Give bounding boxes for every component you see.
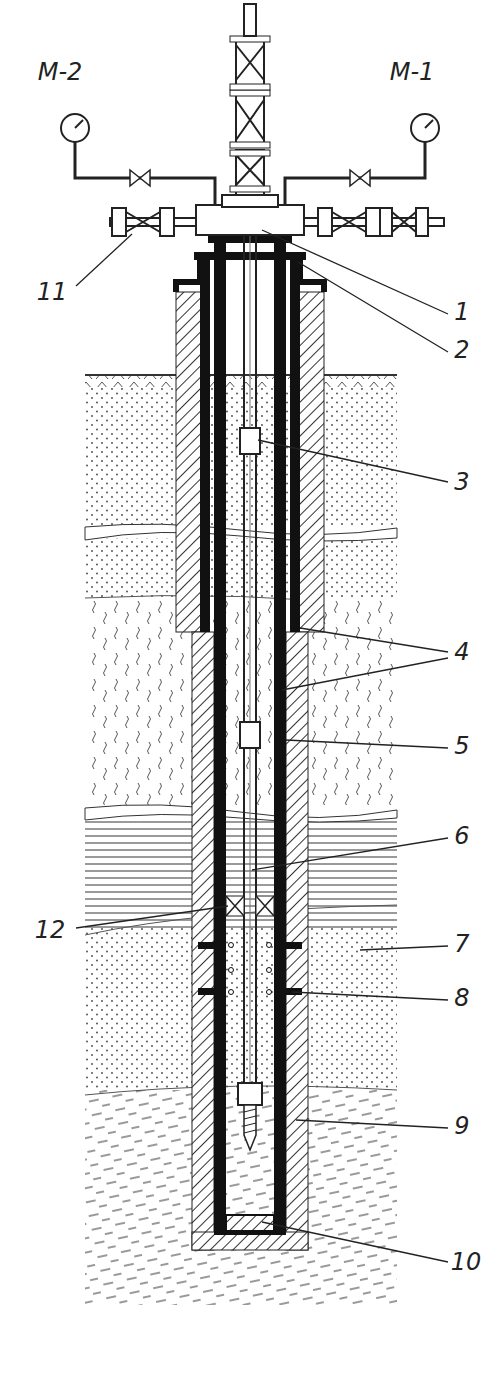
callout-number: 6 bbox=[452, 823, 471, 849]
callout-number: 10 bbox=[449, 1249, 484, 1275]
callout-number: 4 bbox=[452, 639, 471, 665]
callout-number: 11 bbox=[35, 279, 70, 305]
callout-number: 8 bbox=[452, 985, 471, 1011]
callout-number: 5 bbox=[452, 733, 471, 759]
callout-number: 7 bbox=[452, 931, 471, 957]
callout-number: 2 bbox=[452, 337, 471, 363]
callout-number: M-2 bbox=[36, 59, 85, 85]
callout-number: 3 bbox=[452, 469, 471, 495]
callout-number: 12 bbox=[33, 917, 68, 943]
callout-number: 9 bbox=[452, 1113, 471, 1139]
callout-number: M-1 bbox=[388, 59, 437, 85]
callout-number: 1 bbox=[452, 299, 471, 325]
